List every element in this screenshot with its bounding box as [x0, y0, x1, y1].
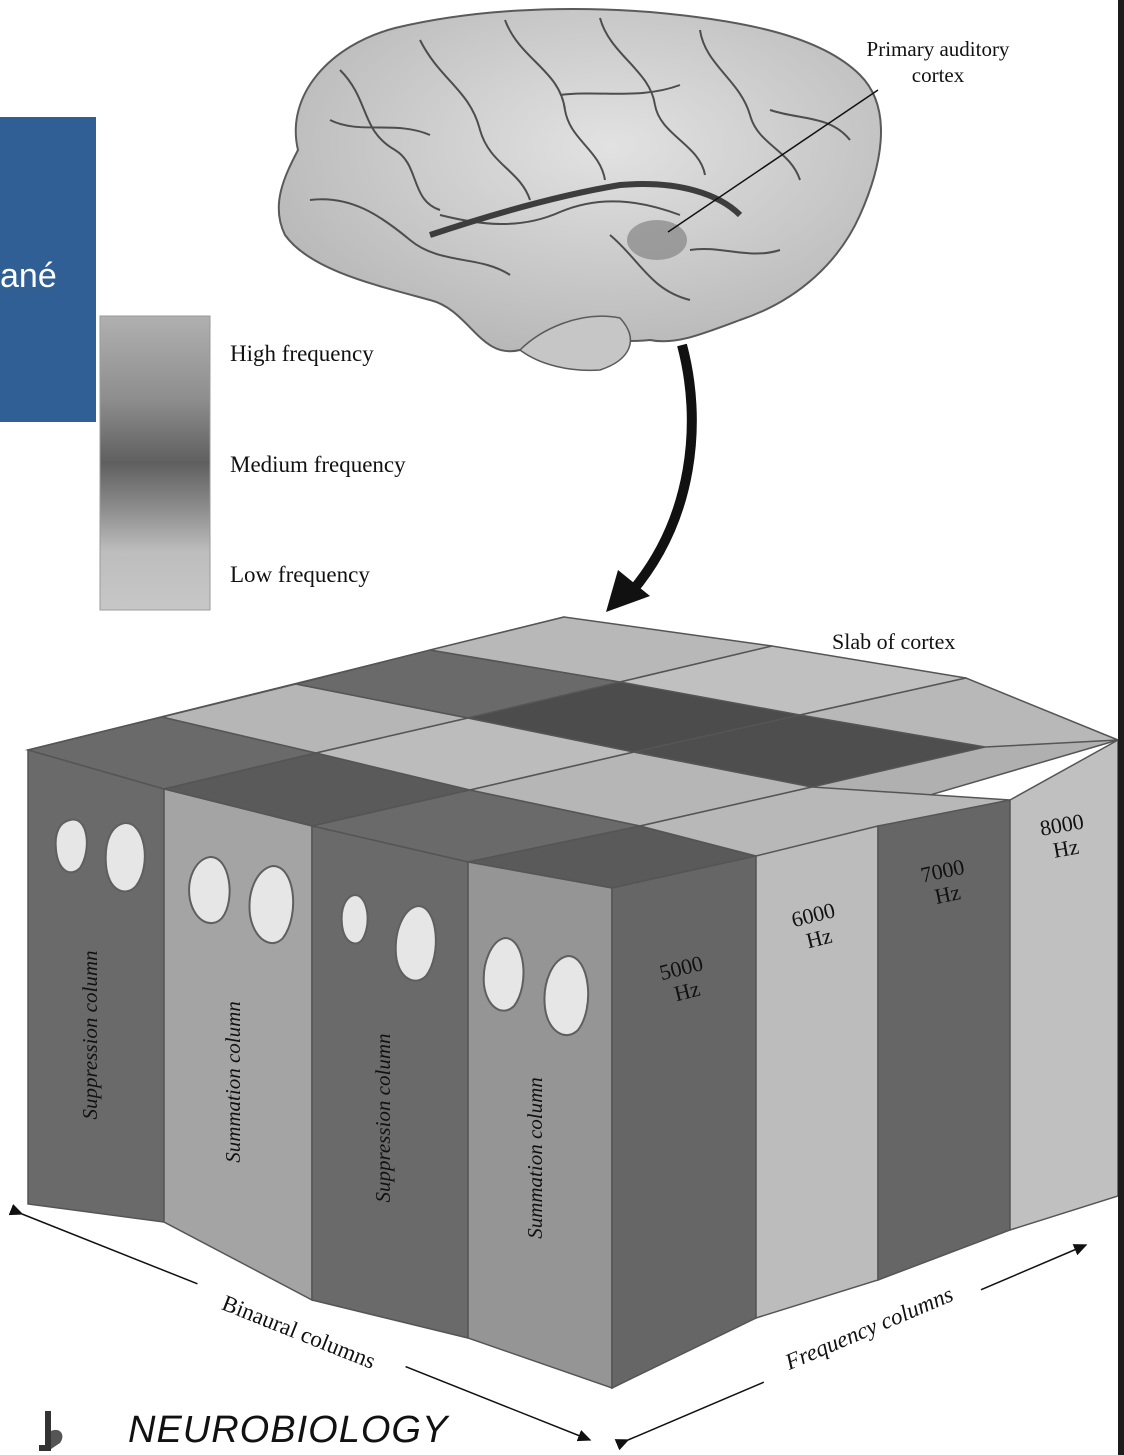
frequency-legend-bar: [99, 315, 211, 611]
publisher-logo-icon: [39, 1411, 63, 1451]
cortex-slab: [25, 616, 1119, 1390]
legend-low: Low frequency: [230, 562, 370, 587]
binaural-column-label-4: Summation column: [523, 1077, 547, 1239]
legend-medium: Medium frequency: [230, 452, 406, 477]
ear-pair-2-icon: [188, 855, 295, 944]
frequency-7000-unit: Hz: [932, 879, 963, 909]
ear-icons: [54, 818, 590, 1036]
binaural-column-label-1: Suppression column: [78, 951, 102, 1120]
ear-pair-4-icon: [482, 936, 590, 1036]
primary-auditory-label-2: cortex: [912, 63, 965, 87]
legend-high: High frequency: [230, 341, 374, 366]
ear-pair-1-icon: [54, 818, 146, 893]
publisher-name: NEUROBIOLOGY: [128, 1409, 449, 1451]
frequency-8000-unit: Hz: [1051, 834, 1081, 863]
binaural-column-label-2: Summation column: [221, 1001, 245, 1163]
callout-line: [667, 89, 879, 233]
right-border: [1118, 0, 1124, 1455]
frequency-6000-unit: Hz: [804, 923, 835, 954]
zoom-arrow: [624, 343, 697, 600]
slide-title-tab: ané: [0, 117, 96, 422]
binaural-column-label-3: Suppression column: [371, 1034, 395, 1203]
ear-pair-3-icon: [340, 893, 437, 982]
primary-auditory-label-1: Primary auditory: [867, 37, 1010, 61]
brain-illustration: [277, 7, 882, 372]
zoom-arrowhead: [606, 570, 650, 612]
slide-title-fragment: ané: [0, 257, 57, 295]
slab-of-cortex-label: Slab of cortex: [832, 629, 955, 654]
frequency-5000-unit: Hz: [672, 976, 703, 1007]
